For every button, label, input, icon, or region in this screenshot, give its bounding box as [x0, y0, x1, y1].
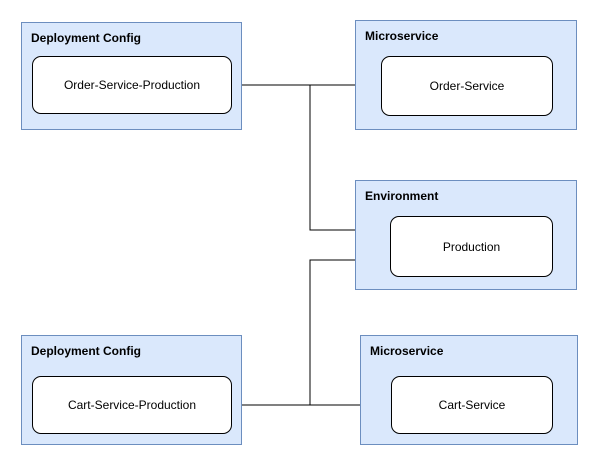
- node-production: Production: [390, 216, 553, 277]
- node-label: Cart-Service: [438, 398, 506, 412]
- container-title: Microservice: [365, 29, 439, 43]
- node-label: Order-Service: [429, 79, 505, 93]
- node-order-service: Order-Service: [381, 56, 553, 116]
- node-order-service-production: Order-Service-Production: [32, 56, 232, 114]
- container-title: Deployment Config: [31, 344, 141, 358]
- container-title: Deployment Config: [31, 31, 141, 45]
- node-label: Production: [442, 239, 501, 254]
- node-cart-service: Cart-Service: [391, 376, 553, 434]
- node-label: Order-Service-Production: [63, 78, 201, 92]
- container-title: Environment: [365, 189, 439, 203]
- container-environment: Environment Production: [355, 180, 577, 290]
- node-label: Cart-Service-Production: [67, 398, 197, 412]
- container-title: Microservice: [370, 344, 444, 358]
- container-microservice-top: Microservice Order-Service: [355, 20, 577, 130]
- container-deployment-config-bottom: Deployment Config Cart-Service-Productio…: [21, 335, 242, 445]
- container-microservice-bottom: Microservice Cart-Service: [360, 335, 578, 445]
- container-deployment-config-top: Deployment Config Order-Service-Producti…: [21, 22, 242, 130]
- node-cart-service-production: Cart-Service-Production: [32, 376, 232, 434]
